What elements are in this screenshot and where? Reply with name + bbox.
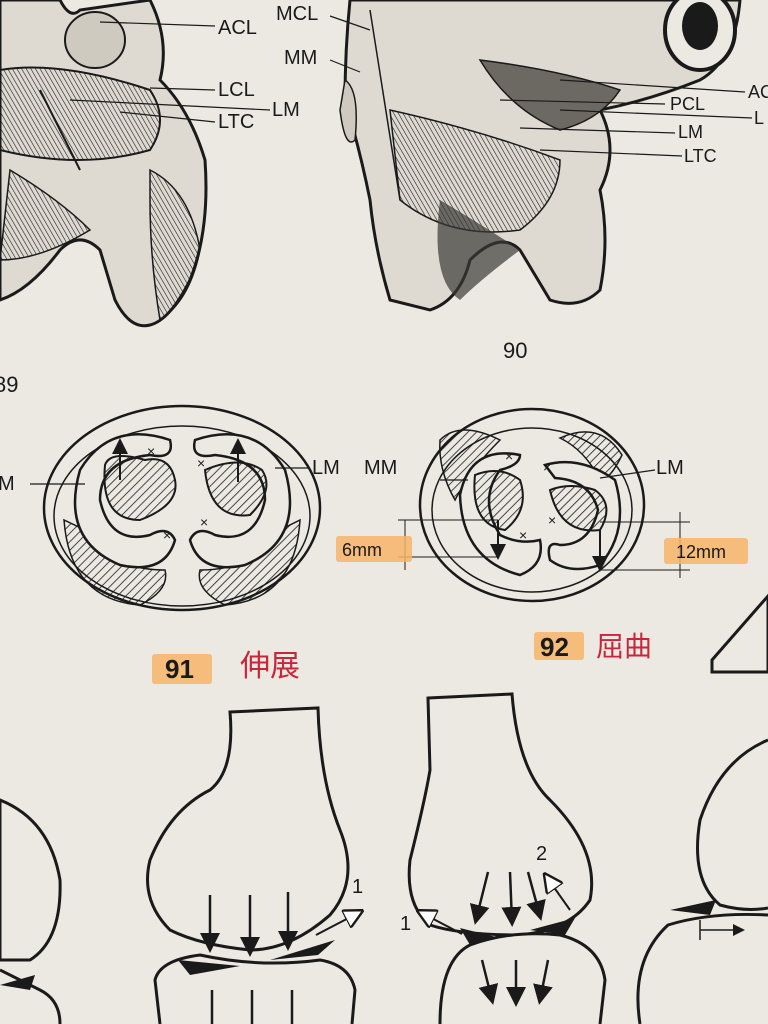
bottom-label-1b: 1 xyxy=(400,913,411,935)
fig91-number: 91 xyxy=(165,654,194,684)
svg-text:×: × xyxy=(505,448,513,464)
fig92-handwritten-note: 屈曲 xyxy=(596,630,652,663)
bottom-knee-schematics: 1 2 1 xyxy=(0,692,768,1024)
figure-89-knee-illustration: ACL LCL LM LTC 89 xyxy=(0,0,300,397)
svg-text:×: × xyxy=(519,527,527,543)
svg-text:×: × xyxy=(197,455,205,471)
svg-text:×: × xyxy=(147,443,155,459)
fig91-label-m: M xyxy=(0,473,15,495)
svg-text:×: × xyxy=(543,459,551,475)
fig89-label-acl: ACL xyxy=(218,17,257,39)
fig89-label-ltc: LTC xyxy=(218,111,254,133)
fig89-label-lcl: LCL xyxy=(218,79,255,101)
fig90-number: 90 xyxy=(503,338,527,363)
fig92-number: 92 xyxy=(540,632,569,662)
fig90-label-mm: MM xyxy=(284,47,317,69)
bottom-label-1a: 1 xyxy=(352,876,363,898)
fig91-label-lm: LM xyxy=(312,457,340,479)
fig92-measure-6mm: 6mm xyxy=(342,540,382,560)
svg-text:×: × xyxy=(200,514,208,530)
bottom-label-2: 2 xyxy=(536,843,547,865)
fig91-handwritten-note: 伸展 xyxy=(240,649,300,684)
fig89-number: 89 xyxy=(0,372,18,397)
fig89-label-lm: LM xyxy=(272,99,300,121)
fig90-label-mcl: MCL xyxy=(276,3,318,25)
fig92-label-lm: LM xyxy=(656,457,684,479)
fig90-label-ac: AC xyxy=(748,82,768,102)
fig92-measure-12mm: 12mm xyxy=(676,542,726,562)
svg-text:×: × xyxy=(163,527,171,543)
figure-91-menisci-extension: × × × × M LM 91 伸展 xyxy=(0,404,340,684)
figure-90-knee-illustration: MCL MM AC PCL L LM LTC 90 xyxy=(276,0,768,363)
partial-figure-edge xyxy=(710,593,768,674)
fig90-label-pcl: PCL xyxy=(670,94,705,114)
fig92-label-mm: MM xyxy=(364,457,397,479)
fig90-label-ltc: LTC xyxy=(684,146,717,166)
figure-92-menisci-flexion: × × × × MM LM 6mm 12mm 92 屈曲 xyxy=(336,407,748,663)
fig90-label-lm: LM xyxy=(678,122,703,142)
fig90-label-l: L xyxy=(754,108,764,128)
svg-text:×: × xyxy=(548,512,556,528)
